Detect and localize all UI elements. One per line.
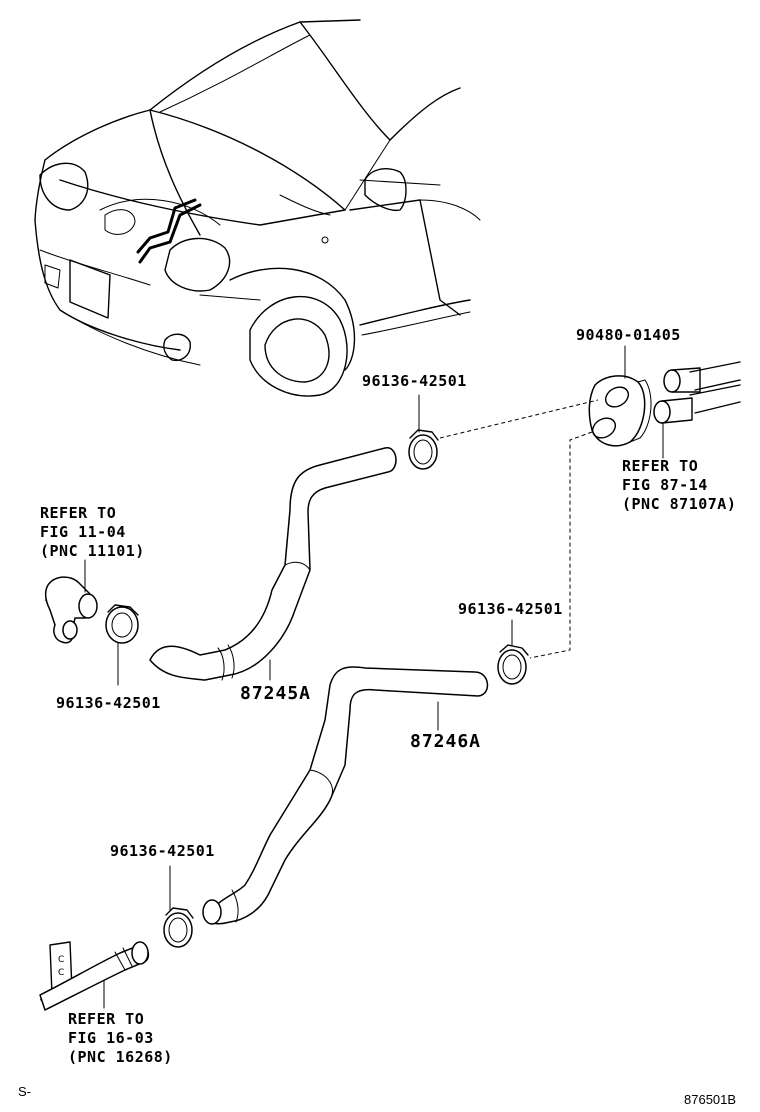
grommet-90480-01405 — [588, 345, 652, 447]
refer-right-line1: REFER TO — [622, 457, 699, 475]
label-grommet-part: 90480-01405 — [576, 326, 681, 344]
label-clamp-top: 96136-42501 — [362, 372, 467, 390]
clamp-left — [105, 604, 139, 686]
label-hose-87245A: 87245A — [240, 683, 312, 704]
bottom-pipe: C C — [39, 941, 150, 1011]
refer-right-line3: (PNC 87107A) — [622, 495, 737, 513]
corner-code-left: S- — [18, 1084, 31, 1099]
label-clamp-left: 96136-42501 — [56, 694, 161, 712]
diagram-id: 876501B — [684, 1092, 737, 1107]
hose-87245A — [149, 447, 397, 681]
refer-bottom-line2: FIG 16-03 — [68, 1029, 154, 1047]
refer-bottom-line3: (PNC 16268) — [68, 1048, 173, 1066]
dash-line-lower — [529, 431, 593, 659]
refer-left-line3: (PNC 11101) — [40, 542, 145, 560]
heater-pipes — [653, 361, 741, 459]
label-hose-87246A: 87246A — [410, 731, 482, 752]
refer-left-line1: REFER TO — [40, 504, 117, 522]
label-clamp-bottom: 96136-42501 — [110, 842, 215, 860]
left-fitting — [44, 559, 98, 644]
clamp-right — [497, 619, 529, 685]
car-illustration — [34, 19, 481, 397]
refer-bottom-line1: REFER TO — [68, 1010, 145, 1028]
clamp-top — [408, 394, 439, 470]
clamp-bottom — [163, 865, 194, 948]
hose-87246A — [202, 666, 489, 925]
svg-text:C: C — [58, 968, 64, 978]
refer-right-line2: FIG 87-14 — [622, 476, 708, 494]
label-clamp-right: 96136-42501 — [458, 600, 563, 618]
dash-line-upper — [439, 399, 599, 439]
svg-text:C: C — [58, 955, 64, 965]
refer-left-line2: FIG 11-04 — [40, 523, 126, 541]
